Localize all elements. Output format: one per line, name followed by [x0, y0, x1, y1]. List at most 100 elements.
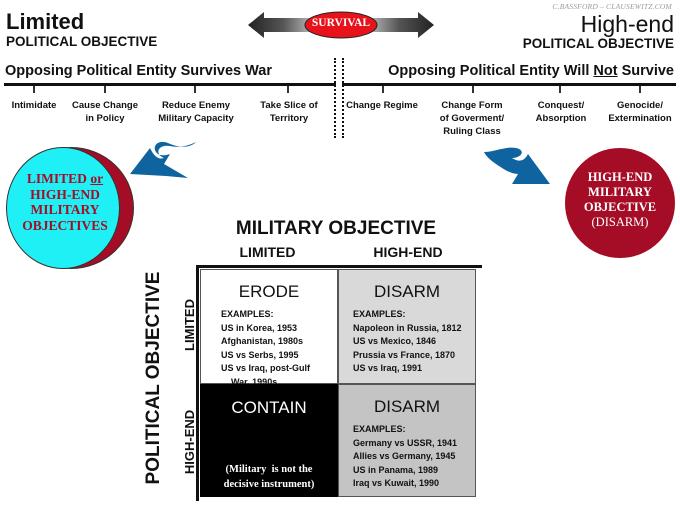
item-line: Intimidate	[11, 100, 57, 111]
tick-mark	[472, 86, 474, 93]
tick-mark	[559, 86, 561, 93]
survival-label: SURVIVAL	[311, 17, 371, 29]
matrix-left-border	[196, 265, 199, 501]
cell-contain: CONTAIN (Military is not the decisive in…	[200, 384, 338, 497]
spectrum-item-conquest: Conquest/Absorption	[526, 99, 596, 125]
spectrum-item-cause-change: Cause Change in Policy	[70, 99, 140, 125]
cell-examples: EXAMPLES: US in Korea, 1953 Afghanistan,…	[221, 308, 337, 389]
tick-mark	[194, 86, 196, 93]
item-line: Genocide/	[617, 100, 663, 111]
right-circle-line: HIGH-END	[587, 170, 653, 184]
right-circle-line: (DISARM)	[591, 215, 649, 229]
cell-title: DISARM	[373, 282, 441, 301]
example-item: US in Korea, 1953	[221, 322, 298, 333]
item-line: Change Regime	[346, 100, 418, 111]
caption-part: Survive	[617, 63, 674, 79]
tick-mark	[382, 86, 384, 93]
examples-label: EXAMPLES:	[221, 309, 274, 319]
example-item: Germany vs USSR, 1941	[353, 437, 458, 448]
left-circle-text: LIMITED or HIGH-END MILITARY OBJECTIVES	[10, 171, 120, 233]
survives-war-caption: Opposing Political Entity Survives War	[5, 63, 272, 79]
spectrum-item-take-territory: Take Slice of Territory	[254, 99, 324, 125]
example-item: US vs Mexico, 1846	[353, 336, 437, 346]
example-item: US in Panama, 1989	[353, 464, 439, 475]
item-line: Reduce Enemy	[161, 100, 231, 111]
right-arrow-icon	[364, 12, 434, 38]
right-circle-line: MILITARY	[588, 185, 652, 199]
example-item: US vs Serbs, 1995	[221, 349, 299, 360]
spectrum-item-change-government: Change Form of Goverment/Ruling Class	[434, 99, 510, 138]
cell-erode: ERODE EXAMPLES: US in Korea, 1953 Afghan…	[200, 269, 338, 387]
limited-or-high-end-circle	[6, 147, 120, 269]
item-line: Cause Change	[72, 100, 138, 111]
curved-arrow-right-icon	[484, 147, 550, 184]
examples-label: EXAMPLES:	[353, 309, 406, 319]
cell-examples: EXAMPLES: Napoleon in Russia, 1812 US vs…	[353, 308, 475, 376]
spectrum-line-left	[4, 83, 336, 86]
political-objective-side-title: POLITICAL OBJECTIVE	[143, 271, 164, 485]
item-line: Military Capacity	[158, 113, 234, 124]
right-circle-line: OBJECTIVE	[583, 200, 657, 214]
military-objective-title: MILITARY OBJECTIVE	[235, 218, 437, 239]
left-circle-line: OBJECTIVES	[22, 217, 108, 233]
right-circle-text: HIGH-END MILITARY OBJECTIVE (DISARM)	[565, 170, 675, 230]
limited-political-objective-label: POLITICAL OBJECTIVE	[6, 34, 158, 49]
high-end-political-objective-label: POLITICAL OBJECTIVE	[522, 36, 674, 51]
tick-mark	[287, 86, 289, 93]
cell-disarm-high-end: DISARM EXAMPLES: Germany vs USSR, 1941 A…	[338, 384, 476, 497]
item-line: Take Slice of	[260, 100, 318, 111]
left-circle-line: MILITARY	[30, 202, 100, 217]
tick-mark	[104, 86, 106, 93]
left-arrow-icon	[248, 12, 318, 38]
item-line: Conquest/	[537, 100, 585, 111]
example-item: US vs Iraq, post-Gulf	[221, 363, 311, 373]
divider-dotted-line-left	[334, 58, 336, 138]
text-part: LIMITED	[26, 171, 91, 186]
example-item: Napoleon in Russia, 1812	[353, 322, 462, 333]
item-line: Territory	[269, 113, 309, 124]
example-item: Prussia vs France, 1870	[353, 349, 456, 360]
spectrum-item-change-regime: Change Regime	[344, 99, 420, 112]
example-item: US vs Iraq, 1991	[353, 363, 423, 373]
survival-ellipse	[304, 11, 378, 39]
example-item: War, 1990s	[221, 376, 278, 387]
caption-part: Opposing Political Entity Will	[388, 63, 594, 79]
item-line: Absorption	[535, 113, 587, 124]
examples-label: EXAMPLES:	[353, 424, 406, 434]
cell-title: CONTAIN	[231, 398, 307, 417]
left-circle-line: HIGH-END	[30, 186, 100, 202]
cell-title: DISARM	[373, 397, 441, 416]
example-item: Iraq vs Kuwait, 1990	[353, 478, 440, 488]
item-line: of Goverment/	[439, 113, 505, 124]
col-header-limited: LIMITED	[239, 244, 296, 260]
cell-examples: EXAMPLES: Germany vs USSR, 1941 Allies v…	[353, 423, 475, 491]
high-end-heading: High-end	[580, 11, 674, 37]
item-line: Change Form	[441, 100, 503, 111]
cell-title: ERODE	[238, 282, 300, 301]
caption-not: Not	[593, 63, 618, 79]
item-line: Ruling Class	[443, 126, 501, 137]
left-circle-line: LIMITED or	[10, 171, 120, 187]
tick-mark	[639, 86, 641, 93]
survival-double-arrow	[248, 11, 434, 39]
curved-arrow-left-icon	[130, 141, 196, 178]
spectrum-item-intimidate: Intimidate	[4, 99, 64, 112]
tick-mark	[33, 86, 35, 93]
col-header-high-end: HIGH-END	[373, 244, 443, 260]
spectrum-line-right	[342, 83, 676, 86]
matrix-top-border	[196, 265, 482, 268]
cell-disarm-limited: DISARM EXAMPLES: Napoleon in Russia, 181…	[338, 269, 476, 384]
limited-heading: Limited	[6, 9, 85, 34]
spectrum-item-genocide: Genocide/Extermination	[602, 99, 678, 125]
note-line: decisive instrument)	[223, 479, 315, 490]
divider-dotted-line-right	[342, 58, 344, 138]
high-end-military-objective-circle	[565, 148, 675, 258]
will-not-survive-caption: Opposing Political Entity Will Not Survi…	[388, 63, 674, 79]
contain-note: (Military is not the decisive instrument…	[200, 462, 338, 492]
example-item: Afghanistan, 1980s	[221, 336, 304, 346]
item-line: in Policy	[85, 113, 125, 124]
example-item: Allies vs Germany, 1945	[353, 451, 456, 461]
text-or: or	[90, 171, 104, 186]
item-line: Extermination	[608, 113, 672, 124]
